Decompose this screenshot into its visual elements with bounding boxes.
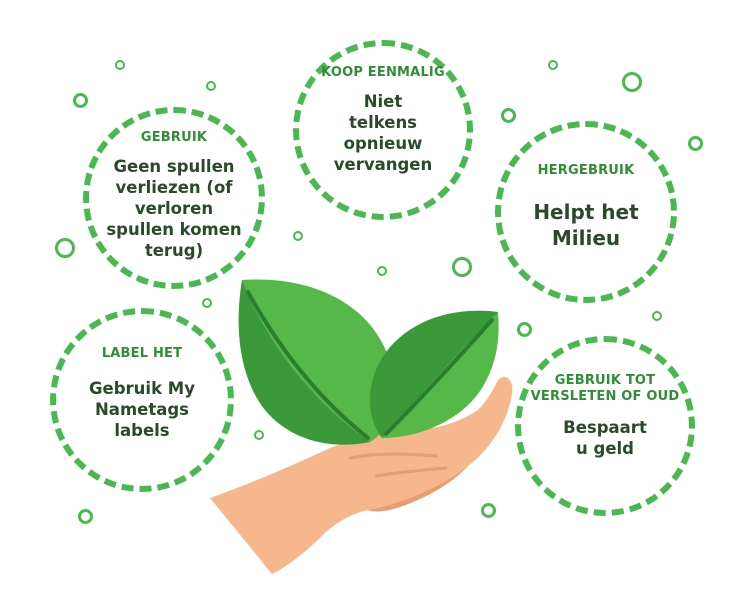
finger-line (374, 466, 448, 478)
decor-circle (517, 322, 532, 337)
benefit-bubble-label: LABEL HET Gebruik My Nametags labels (50, 308, 234, 492)
decor-circle (78, 509, 93, 524)
decor-circle (622, 72, 642, 92)
bubble-body: Geen spullen verliezen (of verloren spul… (106, 156, 242, 260)
decor-circle (115, 60, 125, 70)
leaf-vein (384, 318, 494, 436)
bubble-heading: GEBRUIK TOT VERSLETEN OF OUD (530, 373, 680, 404)
hand-icon (210, 376, 513, 574)
decor-circle (293, 231, 303, 241)
leaf-vein (246, 290, 370, 440)
leaf-icon-dark-half (369, 310, 498, 438)
benefit-bubble-reuse: HERGEBRUIK Helpt het Milieu (495, 121, 677, 303)
bubble-body: Gebruik My Nametags labels (89, 378, 195, 440)
finger-line (348, 452, 438, 460)
leaf-icon-dark-half (238, 280, 370, 445)
benefit-bubble-use: GEBRUIK Geen spullen verliezen (of verlo… (83, 107, 265, 289)
bubble-heading: GEBRUIK (140, 129, 208, 145)
bubble-body: Niet telkens opnieuw vervangen (333, 92, 433, 174)
bubble-body: Bespaart u geld (563, 418, 647, 458)
bubble-body: Helpt het Milieu (533, 200, 639, 250)
decor-circle (548, 60, 558, 70)
decor-circle (254, 430, 264, 440)
decor-circle (377, 266, 387, 276)
decor-circle (688, 136, 703, 151)
decor-circle (501, 108, 516, 123)
decor-circle (452, 257, 472, 277)
decor-circle (481, 503, 496, 518)
benefit-bubble-wear-out: GEBRUIK TOT VERSLETEN OF OUD Bespaart u … (515, 336, 695, 516)
decor-circle (55, 238, 75, 258)
benefit-bubble-buy-once: KOOP EENMALIG Niet telkens opnieuw verva… (293, 40, 473, 220)
decor-circle (73, 93, 88, 108)
decor-circle (652, 311, 662, 321)
bubble-heading: LABEL HET (101, 345, 183, 361)
bubble-heading: KOOP EENMALIG (321, 65, 445, 80)
decor-circle (206, 81, 216, 91)
bubble-heading: HERGEBRUIK (537, 163, 635, 178)
hand-holding-leaves-icon (210, 279, 513, 574)
decor-circle (202, 298, 212, 308)
